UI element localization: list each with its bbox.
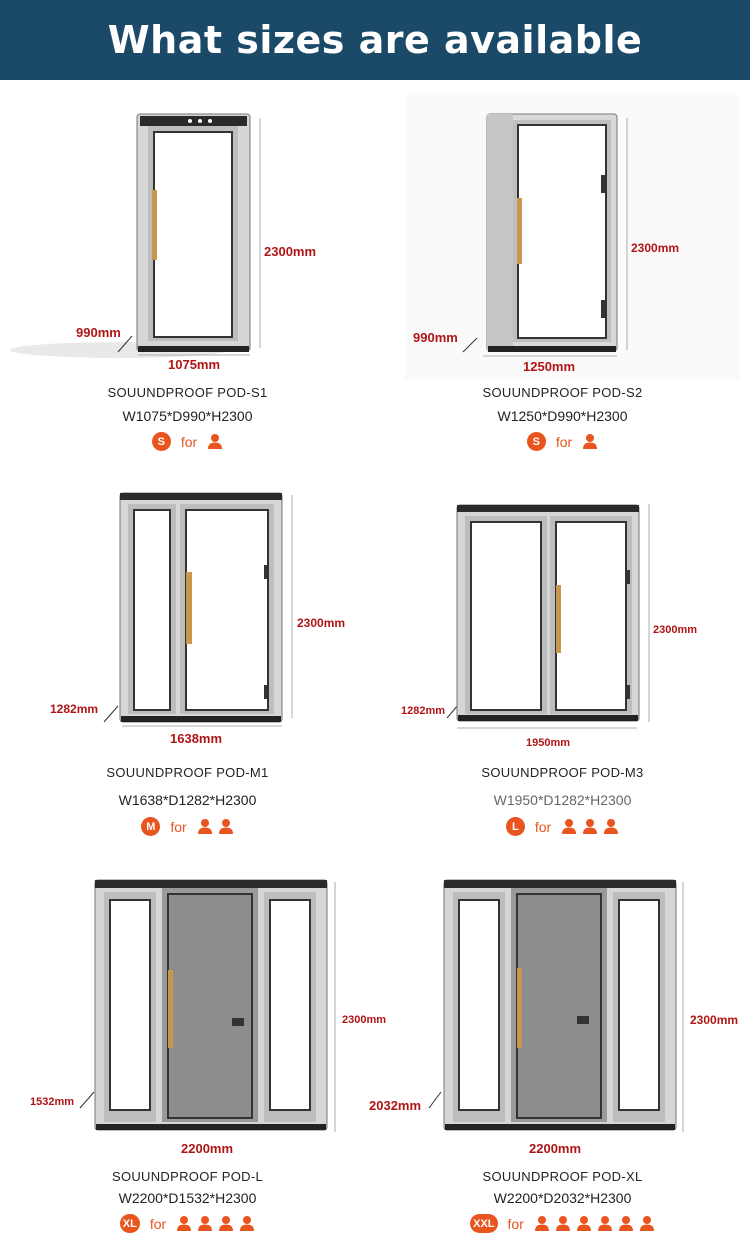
- capacity-row: XL for: [0, 1214, 375, 1233]
- pod-illustration: [375, 460, 750, 750]
- pod-spec: W1638*D1282*H2300: [118, 792, 257, 808]
- person-icon: [639, 1216, 654, 1231]
- people-icons: [176, 1215, 255, 1232]
- height-dimension-label: 2300mm: [297, 616, 346, 630]
- person-icon: [198, 1216, 213, 1231]
- person-icon: [583, 434, 598, 449]
- person-icon: [604, 819, 619, 834]
- person-icon: [534, 1216, 549, 1231]
- page-header: What sizes are available: [0, 0, 750, 80]
- pod-name: SOUUNDPROOF POD-M1: [106, 765, 269, 780]
- people-icons: [197, 818, 234, 835]
- person-icon: [197, 819, 212, 834]
- depth-dimension-label: 990mm: [413, 330, 458, 345]
- height-dimension-label: 2300mm: [631, 241, 680, 255]
- capacity-row: XXL for: [375, 1214, 750, 1233]
- for-label: for: [180, 433, 198, 450]
- pod-card-s1: 2300mm 990mm 1075mm SOUUNDPROOF POD-S1 W…: [0, 80, 375, 460]
- pod-spec: W1950*D1282*H2300: [493, 792, 632, 808]
- page-title: What sizes are available: [107, 18, 643, 62]
- person-icon: [240, 1216, 255, 1231]
- person-icon: [618, 1216, 633, 1231]
- depth-dimension-label: 990mm: [76, 325, 121, 340]
- pod-spec: W1075*D990*H2300: [122, 408, 253, 424]
- size-badge: XL: [119, 1214, 140, 1233]
- people-icons: [582, 433, 598, 450]
- height-dimension-label: 2300mm: [264, 244, 317, 259]
- for-label: for: [149, 1215, 167, 1232]
- people-icons: [534, 1215, 655, 1232]
- size-badge: M: [141, 817, 161, 836]
- person-icon: [219, 1216, 234, 1231]
- height-dimension-label: 2300mm: [653, 624, 698, 636]
- pod-name: SOUUNDPROOF POD-M3: [481, 765, 644, 780]
- person-icon: [576, 1216, 591, 1231]
- person-icon: [208, 434, 223, 449]
- pod-illustration: [375, 840, 750, 1140]
- person-icon: [555, 1216, 570, 1231]
- capacity-row: L for: [375, 817, 750, 836]
- pod-illustration: [0, 80, 375, 380]
- pod-spec: W1250*D990*H2300: [497, 408, 628, 424]
- size-badge: XXL: [470, 1214, 498, 1233]
- for-label: for: [507, 1215, 524, 1232]
- pod-illustration: [0, 460, 375, 750]
- width-dimension-label: 1950mm: [526, 737, 571, 749]
- person-icon: [562, 819, 577, 834]
- person-icon: [218, 819, 233, 834]
- pod-name: SOUUNDPROOF POD-S2: [482, 385, 643, 400]
- pod-card-l: 2300mm 1532mm 2200mm SOUUNDPROOF POD-L W…: [0, 840, 386, 1254]
- width-dimension-label: 1075mm: [168, 357, 221, 372]
- width-dimension-label: 1250mm: [523, 359, 576, 374]
- capacity-row: S for: [0, 432, 375, 451]
- pod-illustration: [0, 840, 375, 1140]
- depth-dimension-label: 1282mm: [401, 705, 446, 717]
- depth-dimension-label: 1282mm: [50, 702, 99, 716]
- people-icons: [561, 818, 619, 835]
- pod-card-m3: 2300mm 1282mm 1950mm SOUUNDPROOF POD-M3 …: [375, 460, 750, 840]
- person-icon: [597, 1216, 612, 1231]
- for-label: for: [555, 433, 573, 450]
- capacity-row: S for: [375, 432, 750, 451]
- person-icon: [177, 1216, 192, 1231]
- width-dimension-label: 2200mm: [181, 1141, 234, 1156]
- height-dimension-label: 2300mm: [342, 1014, 387, 1026]
- pod-spec: W2200*D2032*H2300: [493, 1190, 632, 1206]
- depth-dimension-label: 1532mm: [30, 1096, 75, 1108]
- pod-card-m1: 2300mm 1282mm 1638mm SOUUNDPROOF POD-M1 …: [0, 460, 375, 840]
- pod-name: SOUUNDPROOF POD-S1: [107, 385, 268, 400]
- pod-card-xl: 2300mm 2032mm 2200mm SOUUNDPROOF POD-XL …: [369, 840, 750, 1254]
- width-dimension-label: 2200mm: [529, 1141, 582, 1156]
- pod-name: SOUUNDPROOF POD-XL: [482, 1169, 643, 1184]
- for-label: for: [534, 818, 552, 835]
- pod-card-s2: 2300mm 990mm 1250mm SOUUNDPROOF POD-S2 W…: [375, 80, 750, 460]
- capacity-row: M for: [0, 817, 375, 836]
- pod-name: SOUUNDPROOF POD-L: [111, 1169, 263, 1184]
- size-badge: L: [505, 817, 525, 836]
- size-badge: S: [151, 432, 171, 451]
- people-icons: [207, 433, 223, 450]
- height-dimension-label: 2300mm: [690, 1013, 739, 1027]
- for-label: for: [170, 818, 187, 835]
- size-badge: S: [526, 432, 546, 451]
- width-dimension-label: 1638mm: [170, 731, 223, 746]
- pod-illustration: [375, 80, 750, 380]
- person-icon: [583, 819, 598, 834]
- pod-spec: W2200*D1532*H2300: [118, 1190, 257, 1206]
- depth-dimension-label: 2032mm: [369, 1098, 422, 1113]
